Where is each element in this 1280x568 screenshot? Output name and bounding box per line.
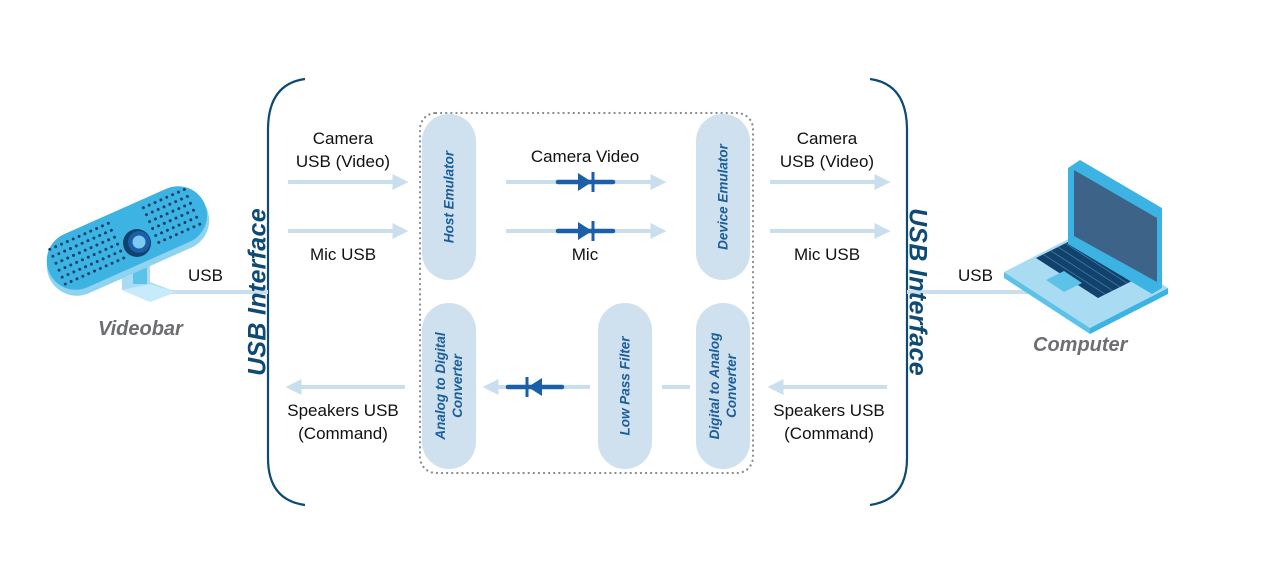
right-camera-label: Camera USB (Video) [779,129,875,171]
videobar-icon [46,186,210,302]
videobar-label: Videobar [98,318,183,340]
right-speakers-label: Speakers USB (Command) [773,401,885,443]
dac-block: Digital to Analog Converter [696,303,750,469]
right-usb-interface-title: USB Interface [903,208,932,376]
right-mic-label: Mic USB [793,245,861,264]
mic-channel-label: Mic [571,245,599,264]
laptop-icon [1004,160,1168,334]
isolation-boundary [418,111,755,475]
camera-video-diode-icon [555,172,616,192]
adc-block: Analog to Digital Converter [422,303,476,469]
left-usb-interface-title: USB Interface [243,208,272,376]
camera-video-channel-label: Camera Video [530,147,640,166]
videobar-usb-label: USB [188,266,223,285]
left-mic-label: Mic USB [309,245,377,264]
computer-label: Computer [1033,334,1128,356]
speakers-diode-icon [505,377,565,397]
left-speakers-label: Speakers USB (Command) [287,401,399,443]
mic-diode-icon [555,221,616,241]
computer-usb-label: USB [958,266,993,285]
low-pass-filter-block: Low Pass Filter [598,303,652,469]
host-emulator-block: Host Emulator [422,114,476,280]
left-camera-label: Camera USB (Video) [295,129,391,171]
device-emulator-block: Device Emulator [696,114,750,280]
